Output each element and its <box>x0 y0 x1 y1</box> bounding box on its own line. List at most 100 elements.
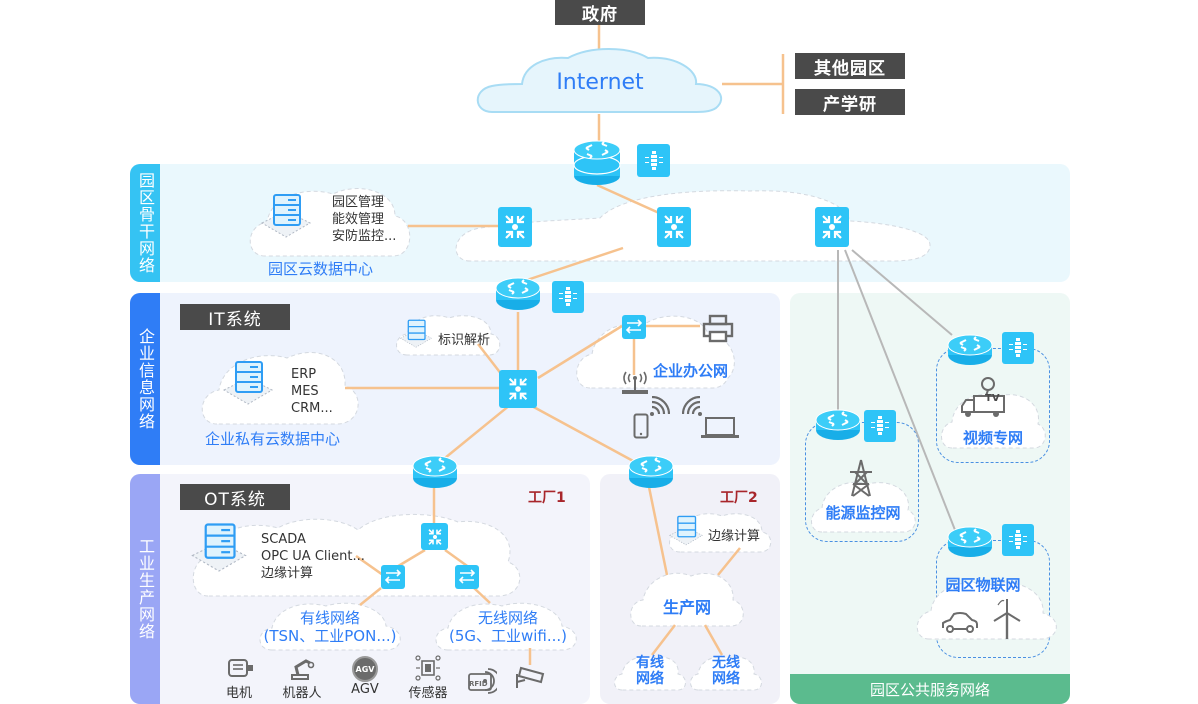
enterprise-switch-icon[interactable] <box>499 370 537 408</box>
wifi-signal-icon <box>650 396 670 416</box>
iot-network-label: 园区物联网 <box>945 576 1021 594</box>
office-switch-icon[interactable] <box>622 315 646 339</box>
energy-router-icon[interactable] <box>814 408 862 442</box>
edge-label: 边缘计算 <box>708 529 761 544</box>
ot-item: SCADA <box>261 532 306 547</box>
sensor-icon <box>415 655 441 681</box>
car-icon <box>942 612 978 633</box>
factory2-router-icon[interactable] <box>627 454 675 490</box>
wired-access-switch-icon[interactable] <box>381 565 405 589</box>
internet-cloud <box>476 48 723 113</box>
wireless-network-label: 无线网络 (5G、工业wifi...) <box>428 609 588 645</box>
video-firewall-icon[interactable] <box>1002 332 1034 364</box>
device-label-motor: 电机 <box>225 686 252 701</box>
motor-icon <box>228 659 253 677</box>
video-router-icon[interactable] <box>946 333 994 367</box>
energy-firewall-icon[interactable] <box>864 410 896 442</box>
erp-item: MES <box>291 384 319 399</box>
ot-server-icon <box>191 523 247 572</box>
enterprise-tab: 企业信息网络 <box>130 293 160 465</box>
f2-wireless-cloud <box>690 656 762 691</box>
wireless-access-switch-icon[interactable] <box>455 565 479 589</box>
backbone-tab: 园区骨干网络 <box>130 164 160 282</box>
video-network-label: 视频专网 <box>962 429 1023 447</box>
wired-network-label: 有线网络 (TSN、工业PON...) <box>250 609 410 645</box>
enterprise-router-icon[interactable] <box>494 276 542 312</box>
firewall-icon[interactable] <box>637 144 670 177</box>
backbone-switch-3-icon[interactable] <box>815 207 849 247</box>
iot-firewall-icon[interactable] <box>1002 524 1034 556</box>
f2-wired-line: 有线 <box>636 655 664 671</box>
device-label-robot: 机器人 <box>282 686 322 701</box>
camera-icon <box>516 666 545 688</box>
office-network-label: 企业办公网 <box>653 362 729 380</box>
park-dc-item: 园区管理 <box>332 195 385 210</box>
wired-cloud <box>259 602 401 651</box>
wireless-title: 无线网络 <box>477 609 538 627</box>
core-router-icon[interactable] <box>572 138 622 186</box>
factory1-core-switch-icon[interactable] <box>421 523 448 550</box>
industrial-tab: 工业生产网络 <box>130 474 160 704</box>
park-dc-item: 安防监控... <box>332 229 397 244</box>
production-network-label: 生产网 <box>662 598 711 617</box>
park-dc-label: 园区云数据中心 <box>268 260 374 278</box>
backbone-switch-2-icon[interactable] <box>657 207 691 247</box>
wireless-sub: (5G、工业wifi...) <box>448 627 568 645</box>
enterprise-firewall-icon[interactable] <box>552 281 584 313</box>
f2-wired-cloud <box>614 656 686 691</box>
erp-item: ERP <box>291 367 317 382</box>
ot-system-title: OT系统 <box>180 484 290 510</box>
park-dc-items: 园区管理 能效管理 安防监控... <box>332 194 396 245</box>
it-system-title: IT系统 <box>180 304 290 330</box>
park-dc-item: 能效管理 <box>332 212 385 227</box>
phone-icon <box>633 413 649 439</box>
f2-wired-label: 有线 网络 <box>612 655 688 687</box>
erp-items: ERP MES CRM... <box>291 366 333 417</box>
enterprise-dc-label: 企业私有云数据中心 <box>205 430 341 448</box>
tv-van-icon <box>961 377 1005 417</box>
wired-sub: (TSN、工业PON...) <box>263 627 397 645</box>
factory1-router-icon[interactable] <box>411 454 459 490</box>
wireless-cloud <box>435 602 577 651</box>
public-footer: 园区公共服务网络 <box>790 674 1070 704</box>
ot-item: 边缘计算 <box>261 566 314 581</box>
wind-turbine-icon <box>993 599 1021 639</box>
government-box: 政府 <box>555 0 645 25</box>
internet-label: Internet <box>556 70 644 95</box>
edge-server-icon <box>669 515 703 546</box>
laptop-icon <box>701 417 739 438</box>
video-cloud <box>941 393 1046 449</box>
server-icon <box>260 194 312 238</box>
backbone-cloud <box>455 190 931 262</box>
agv-icon: AGV <box>352 656 378 682</box>
other-parks-box: 其他园区 <box>795 53 905 79</box>
iot-router-icon[interactable] <box>946 525 994 559</box>
f2-wireless-line: 网络 <box>712 671 740 687</box>
wifi-signal-icon <box>682 396 702 416</box>
factory2-tag: 工厂2 <box>720 490 758 506</box>
ot-items: SCADA OPC UA Client... 边缘计算 <box>261 531 365 582</box>
iot-cloud <box>916 582 1057 640</box>
robot-arm-icon <box>291 659 315 680</box>
ot-item: OPC UA Client... <box>261 549 365 564</box>
wired-title: 有线网络 <box>299 609 360 627</box>
erp-item: CRM... <box>291 401 333 416</box>
f2-wireless-line: 无线 <box>712 655 740 671</box>
device-label-sensor: 传感器 <box>408 686 448 701</box>
identity-server-icon <box>399 319 433 348</box>
factory1-tag: 工厂1 <box>528 490 566 506</box>
printer-icon <box>702 314 734 343</box>
erp-server-icon <box>222 361 274 405</box>
identity-label: 标识解析 <box>438 333 491 348</box>
rfid-icon <box>468 668 497 694</box>
f2-wireless-label: 无线 网络 <box>688 655 764 687</box>
energy-network-label: 能源监控网 <box>825 504 901 522</box>
backbone-switch-1-icon[interactable] <box>498 207 532 247</box>
power-tower-icon <box>850 459 872 497</box>
f2-wired-line: 网络 <box>636 671 664 687</box>
device-label-agv: AGV <box>351 682 379 697</box>
tv-badge: TV <box>985 393 1000 404</box>
industry-academia-box: 产学研 <box>795 89 905 115</box>
production-cloud <box>630 572 744 627</box>
